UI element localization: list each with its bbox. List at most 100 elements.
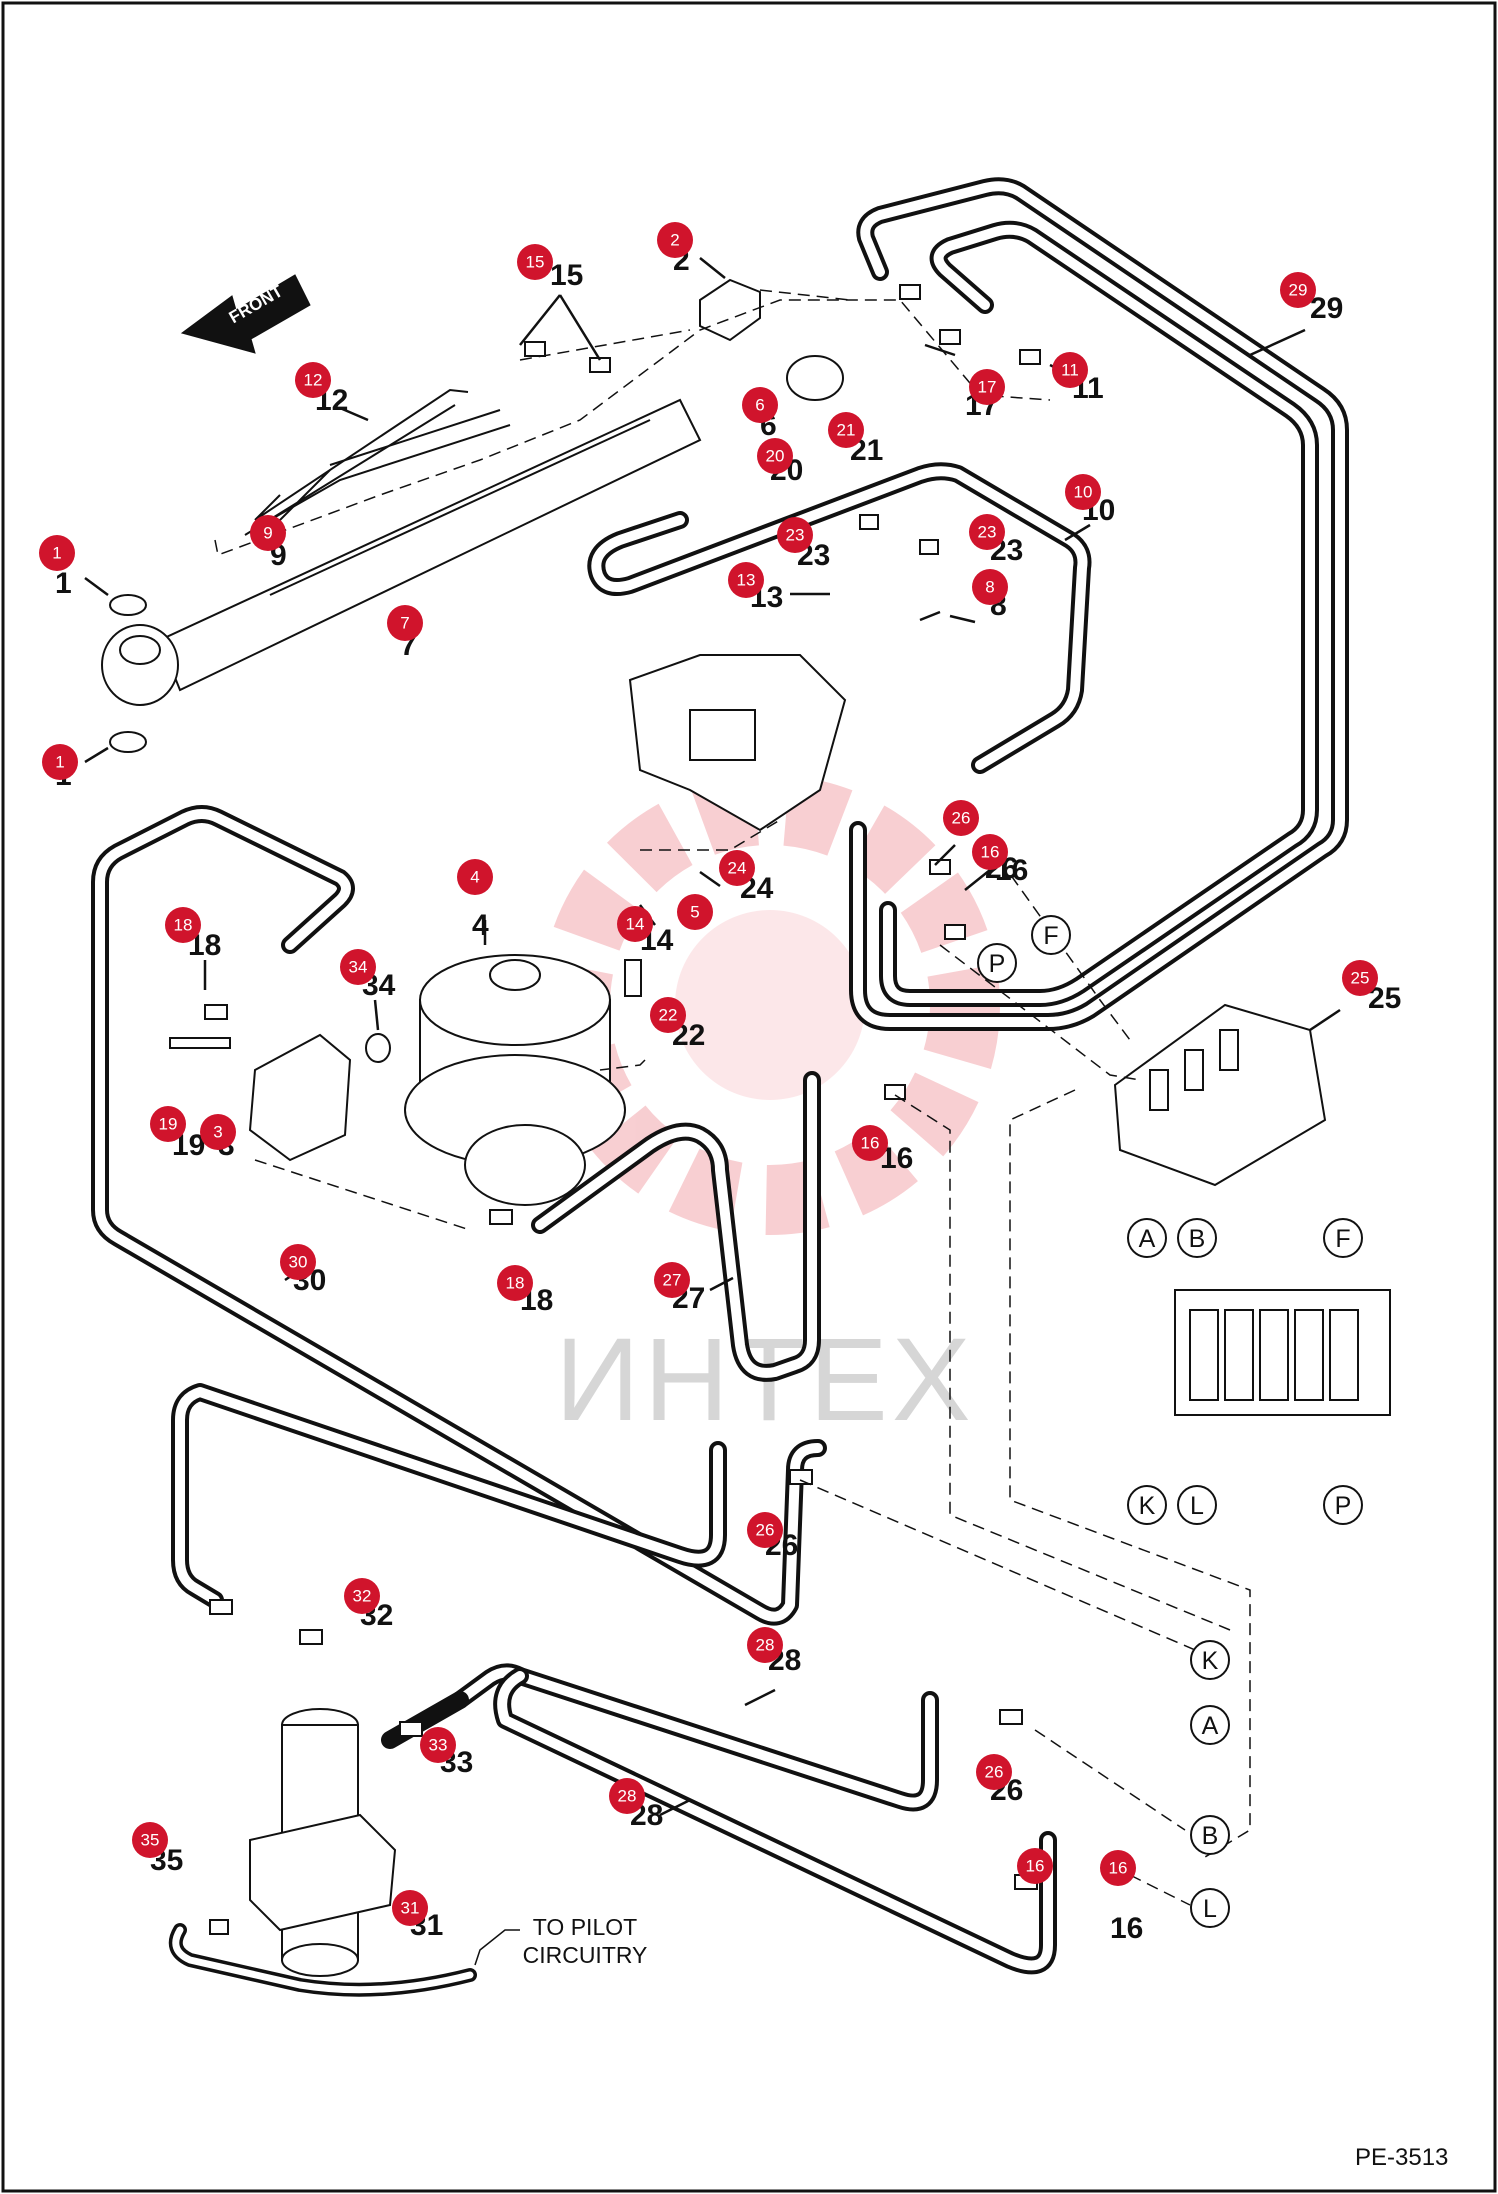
callout-badge-22: 22 bbox=[650, 997, 686, 1033]
port-circle bbox=[1031, 915, 1071, 955]
port-letter: P bbox=[1335, 1492, 1352, 1520]
callout-badge-18: 18 bbox=[165, 907, 201, 943]
callout-badge-circle bbox=[150, 1106, 186, 1142]
callout-badge-number: 21 bbox=[837, 421, 856, 440]
port-marker-b: B bbox=[1190, 1815, 1230, 1855]
callout-badge-16: 16 bbox=[852, 1125, 888, 1161]
callout-badge-number: 17 bbox=[978, 378, 997, 397]
callout-badge-circle bbox=[1100, 1850, 1136, 1886]
port-circle bbox=[1177, 1218, 1217, 1258]
callout-badge-number: 28 bbox=[756, 1636, 775, 1655]
port-letter: B bbox=[1202, 1822, 1219, 1850]
callout-badge-19: 19 bbox=[150, 1106, 186, 1142]
swivel-joint bbox=[249, 1708, 397, 1977]
callout-badge-number: 16 bbox=[1026, 1857, 1045, 1876]
callout-badge-35: 35 bbox=[132, 1822, 168, 1858]
callout-badge-16: 16 bbox=[1017, 1848, 1053, 1884]
callout-badge-26: 26 bbox=[747, 1512, 783, 1548]
callout-badge-number: 35 bbox=[141, 1831, 160, 1850]
callout-badge-16: 16 bbox=[972, 834, 1008, 870]
callout-badge-circle bbox=[1052, 352, 1088, 388]
port-marker-p: P bbox=[977, 943, 1017, 983]
callout-badge-circle bbox=[165, 907, 201, 943]
reference-labels: 1 1 2 15 12 9 7 6 20 21 17 11 29 10 23 2… bbox=[55, 244, 1401, 1945]
callout-badge-24: 24 bbox=[719, 850, 755, 886]
port-letter: F bbox=[1335, 1225, 1350, 1253]
pilot-note-line1: TO PILOT bbox=[533, 1914, 637, 1940]
callout-badge-26: 26 bbox=[976, 1754, 1012, 1790]
callout-badge-circle bbox=[719, 850, 755, 886]
callout-badge-circle bbox=[657, 222, 693, 258]
callout-badge-number: 33 bbox=[429, 1736, 448, 1755]
callout-badge-circle bbox=[677, 894, 713, 930]
port-marker-f: F bbox=[1323, 1218, 1363, 1258]
port-circle bbox=[1190, 1640, 1230, 1680]
callout-badge-28: 28 bbox=[609, 1778, 645, 1814]
callout-badges: 1123456789101112131415161616171818192021… bbox=[39, 222, 1378, 1926]
callout-badge-circle bbox=[969, 369, 1005, 405]
port-letter: B bbox=[1189, 1225, 1206, 1253]
port-letter: A bbox=[1139, 1225, 1156, 1253]
callout-badge-28: 28 bbox=[747, 1627, 783, 1663]
callout-badge-circle bbox=[39, 535, 75, 571]
callout-badge-circle bbox=[1280, 272, 1316, 308]
callout-badge-18: 18 bbox=[497, 1265, 533, 1301]
callout-badge-number: 18 bbox=[174, 916, 193, 935]
callout-badge-circle bbox=[777, 517, 813, 553]
callout-badge-circle bbox=[943, 800, 979, 836]
callout-badge-circle bbox=[457, 859, 493, 895]
port-marker-l: L bbox=[1177, 1485, 1217, 1525]
pilot-note: TO PILOT CIRCUITRY bbox=[474, 1914, 648, 1968]
callout-badge-11: 11 bbox=[1052, 352, 1088, 388]
callout-badge-circle bbox=[969, 514, 1005, 550]
callout-badge-29: 29 bbox=[1280, 272, 1316, 308]
callout-badge-31: 31 bbox=[392, 1890, 428, 1926]
callout-badge-number: 31 bbox=[401, 1899, 420, 1918]
callout-badge-7: 7 bbox=[387, 605, 423, 641]
port-circle bbox=[1127, 1218, 1167, 1258]
control-valve-top bbox=[1113, 1003, 1327, 1187]
port-letter: P bbox=[989, 950, 1006, 978]
callout-badge-number: 12 bbox=[304, 371, 323, 390]
callout-badge-number: 26 bbox=[756, 1521, 775, 1540]
callout-badge-circle bbox=[132, 1822, 168, 1858]
callout-badge-15: 15 bbox=[517, 244, 553, 280]
callout-badge-circle bbox=[747, 1627, 783, 1663]
callout-badge-14: 14 bbox=[617, 906, 653, 942]
svg-text:29: 29 bbox=[1310, 292, 1343, 325]
callout-badge-circle bbox=[392, 1890, 428, 1926]
swing-cylinder bbox=[101, 398, 702, 753]
block-2 bbox=[699, 278, 761, 342]
port-letter: L bbox=[1190, 1492, 1204, 1520]
callout-badge-circle bbox=[852, 1125, 888, 1161]
callout-badge-number: 25 bbox=[1351, 969, 1370, 988]
tube-12 bbox=[244, 388, 469, 541]
callout-badge-8: 8 bbox=[972, 569, 1008, 605]
callout-badge-16: 16 bbox=[1100, 1850, 1136, 1886]
callout-badge-circle bbox=[42, 744, 78, 780]
port-letter: K bbox=[1139, 1492, 1156, 1520]
pilot-note-line2: CIRCUITRY bbox=[523, 1942, 648, 1968]
port-marker-k: K bbox=[1190, 1640, 1230, 1680]
callout-badge-circle bbox=[747, 1512, 783, 1548]
callout-badge-circle bbox=[728, 562, 764, 598]
port-letter: A bbox=[1202, 1712, 1219, 1740]
callout-badge-number: 16 bbox=[1109, 1859, 1128, 1878]
callout-badge-circle bbox=[972, 834, 1008, 870]
callout-badge-9: 9 bbox=[250, 515, 286, 551]
callout-badge-number: 10 bbox=[1074, 483, 1093, 502]
port-marker-l: L bbox=[1190, 1888, 1230, 1928]
callout-badge-circle bbox=[972, 569, 1008, 605]
callout-badge-number: 26 bbox=[985, 1763, 1004, 1782]
callout-badge-1: 1 bbox=[42, 744, 78, 780]
callout-badge-number: 23 bbox=[786, 526, 805, 545]
callout-badge-26: 26 bbox=[943, 800, 979, 836]
fittings bbox=[169, 284, 1133, 1935]
front-arrow: FRONT bbox=[180, 274, 311, 354]
callout-badge-27: 27 bbox=[654, 1262, 690, 1298]
svg-text:1: 1 bbox=[55, 567, 72, 600]
callout-badge-20: 20 bbox=[757, 438, 793, 474]
clamp-21 bbox=[786, 355, 844, 401]
